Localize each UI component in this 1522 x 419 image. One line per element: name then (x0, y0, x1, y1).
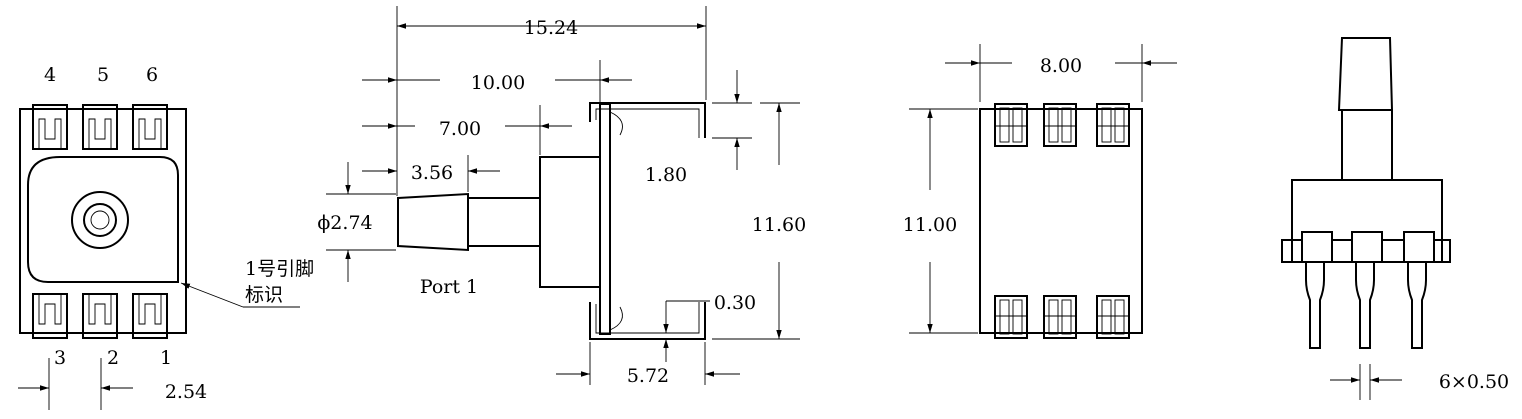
dim-5-72-label: 5.72 (627, 365, 669, 387)
side-lead-bottom (589, 302, 706, 340)
end-view: 6×0.50 (1281, 37, 1509, 400)
port-label: Port 1 (420, 276, 478, 298)
dim-0-30-label: 0.30 (714, 292, 756, 314)
dim-8-00-label: 8.00 (1040, 55, 1082, 77)
dim-7-00-label: 7.00 (439, 118, 481, 140)
top-pin-tabs (32, 104, 168, 150)
dim-3-56-label: 3.56 (411, 162, 453, 184)
bottom-view-body (979, 108, 1143, 334)
pin-6-label: 6 (146, 64, 158, 86)
pin1-note-line2: 标识 (245, 284, 283, 306)
port-tube-stem (467, 197, 541, 247)
side-plate (599, 103, 611, 335)
port-inner-circle (83, 203, 117, 237)
bottom-view-bottom-pads (994, 295, 1130, 339)
side-view: 15.24 10.00 7.00 3.56 1.80 ϕ2.74 (317, 6, 806, 387)
bottom-view-top-pads (994, 103, 1130, 147)
pin-3-label: 3 (54, 347, 66, 369)
pitch-label: 2.54 (165, 381, 207, 403)
bottom-view: 8.00 11.00 (903, 44, 1177, 339)
top-view-body (19, 108, 187, 334)
port-outer-circle (71, 191, 129, 249)
end-port-tip (1337, 37, 1394, 111)
port-tube-tip (397, 192, 469, 252)
end-port-stem (1341, 109, 1393, 181)
dim-11-60-label: 11.60 (752, 214, 806, 236)
bottom-pin-tabs (32, 293, 168, 339)
dim-leads-label: 6×0.50 (1439, 371, 1509, 393)
end-leads (1301, 231, 1435, 349)
pin-2-label: 2 (107, 347, 119, 369)
pitch-dimension (18, 358, 133, 410)
side-housing (539, 156, 601, 288)
dim-11-00-label: 11.00 (903, 214, 957, 236)
pin-4-label: 4 (44, 64, 56, 86)
pin1-leader (180, 282, 244, 308)
port-bore-circle (90, 210, 110, 230)
dim-1-80-label: 1.80 (645, 164, 687, 186)
dim-15-24-label: 15.24 (524, 17, 578, 39)
side-lead-top (589, 102, 706, 138)
pin-1-label: 1 (160, 347, 172, 369)
top-view: 4 5 6 3 2 1 2.54 1号引脚 标识 (18, 64, 314, 410)
dim-diameter-label: ϕ2.74 (317, 212, 372, 234)
pin1-note-line1: 1号引脚 (245, 258, 314, 280)
pin-5-label: 5 (97, 64, 109, 86)
top-view-port-plate (27, 156, 179, 283)
dim-10-00-label: 10.00 (471, 72, 525, 94)
